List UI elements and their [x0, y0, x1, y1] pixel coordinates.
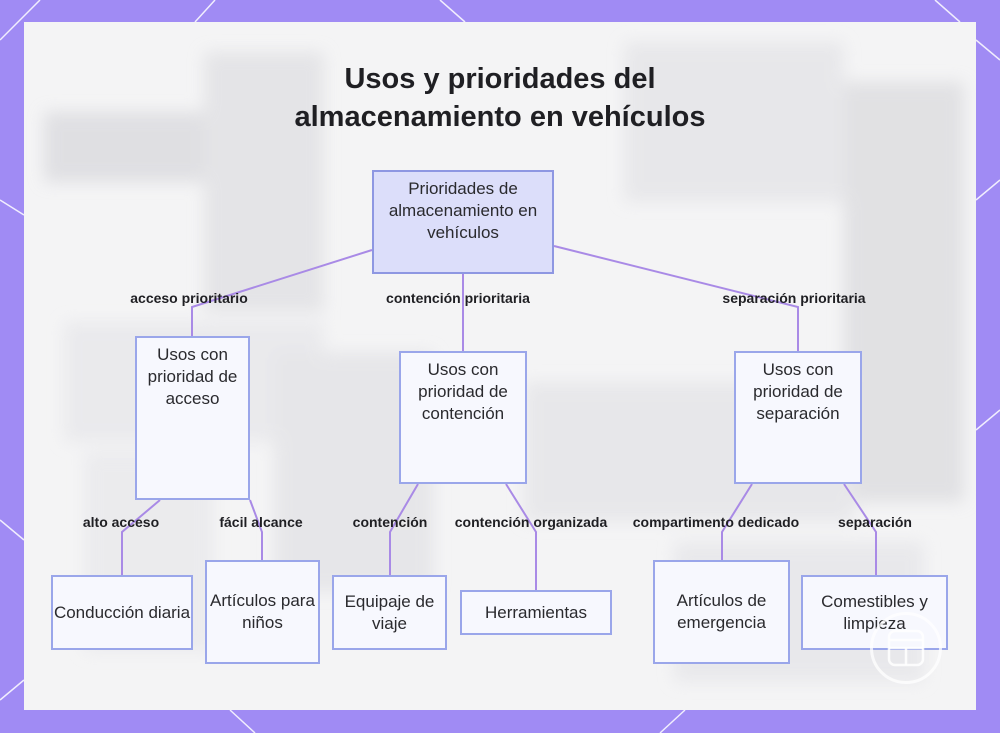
edge-access-daily [121, 499, 161, 575]
kids-items-node: Artículos para niños [205, 560, 320, 664]
edge-label-organized-containment: contención organizada [454, 514, 608, 530]
edge-label-priority-containment: contención prioritaria [386, 290, 530, 306]
root-node: Prioridades de almacenamiento en vehícul… [372, 170, 554, 274]
separation-node: Usos con prioridad de separación [734, 351, 862, 484]
edge-label-containment: contención [352, 514, 428, 530]
edge-label-dedicated-compartment: compartimento dedicado [632, 514, 800, 530]
daily-driving-label: Conducción diaria [53, 602, 191, 622]
edge-label-priority-access: acceso prioritario [130, 290, 248, 306]
edge-access-kids [249, 499, 263, 560]
tools-label: Herramientas [484, 602, 588, 622]
edge-label-high-access: alto acceso [82, 514, 160, 530]
edge-root-access [191, 249, 373, 336]
connector-lines [121, 245, 877, 590]
containment-node: Usos con prioridad de contención [399, 351, 527, 484]
title-line-2: almacenamiento en vehículos [294, 101, 706, 133]
edge-separation-emergency [721, 483, 753, 560]
root-node-label: Prioridades de almacenamiento en vehícul… [388, 179, 538, 242]
emergency-label: Artículos de emergencia [676, 591, 767, 632]
edge-root-separation [553, 245, 799, 351]
separation-node-label: Usos con prioridad de separación [753, 360, 843, 423]
luggage-node: Equipaje de viaje [332, 575, 447, 650]
kids-items-label: Artículos para niños [210, 591, 315, 632]
grid-logo-icon-glyph [887, 629, 925, 667]
grid-logo-icon [870, 612, 942, 684]
diagram-panel: Usos y prioridades del almacenamiento en… [24, 22, 976, 710]
daily-driving-node: Conducción diaria [51, 575, 193, 650]
edge-separation-groceries [843, 483, 877, 575]
access-node-label: Usos con prioridad de acceso [147, 345, 238, 408]
tools-node: Herramientas [460, 590, 612, 635]
title-line-1: Usos y prioridades del [344, 63, 656, 95]
containment-node-label: Usos con prioridad de contención [418, 360, 508, 423]
edge-containment-luggage [389, 483, 419, 575]
edge-containment-tools [505, 483, 537, 590]
emergency-node: Artículos de emergencia [653, 560, 790, 664]
access-node: Usos con prioridad de acceso [135, 336, 250, 500]
edge-label-priority-separation: separación prioritaria [722, 290, 866, 306]
diagram-title: Usos y prioridades del almacenamiento en… [24, 60, 976, 136]
luggage-label: Equipaje de viaje [344, 591, 435, 633]
edge-label-separation: separación [838, 514, 912, 530]
edge-label-easy-reach: fácil alcance [219, 514, 303, 530]
